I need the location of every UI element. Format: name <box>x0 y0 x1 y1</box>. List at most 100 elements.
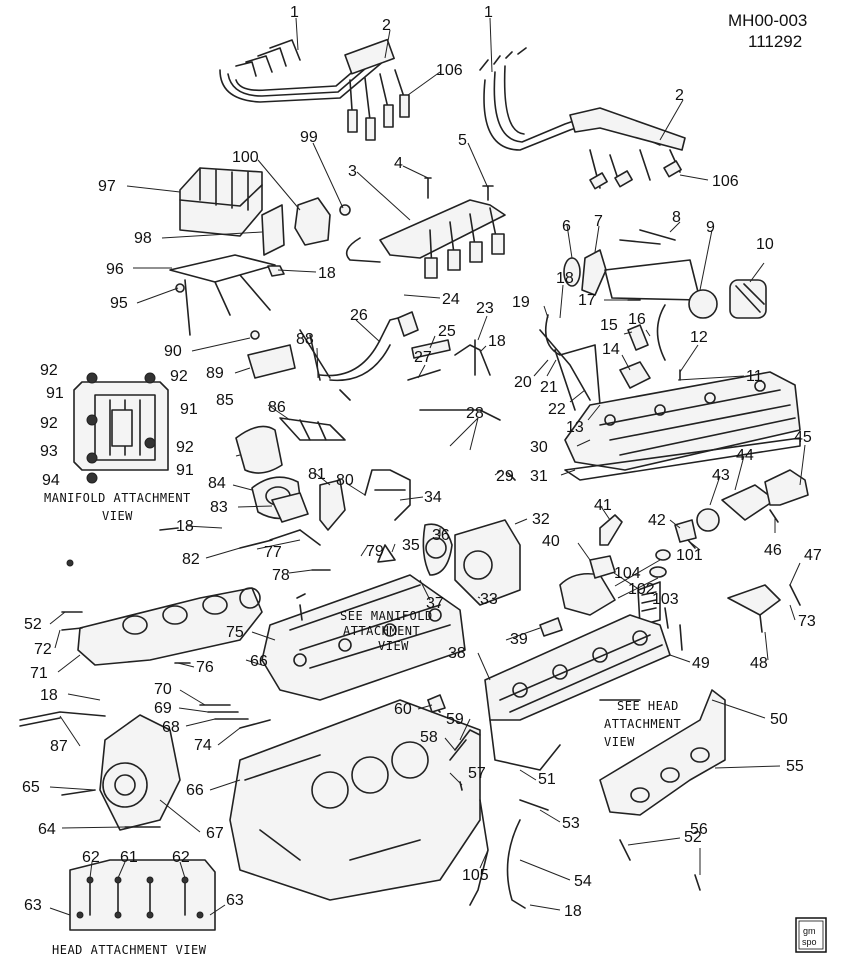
see-manifold-label: SEE MANIFOLD <box>340 609 433 623</box>
callout: 77 <box>264 544 282 561</box>
manifold-attachment-view <box>73 372 169 484</box>
callout: 78 <box>272 567 290 584</box>
callout: 8 <box>672 209 681 226</box>
callout: 104 <box>614 565 641 582</box>
misc-bolts <box>66 472 701 891</box>
callout: 89 <box>206 365 224 382</box>
callout: 21 <box>540 379 558 396</box>
callout: 66 <box>250 653 268 670</box>
callout: 33 <box>480 591 498 608</box>
callout: 53 <box>562 815 580 832</box>
callout: 26 <box>350 307 368 324</box>
callout: 70 <box>154 681 172 698</box>
callout: 18 <box>488 333 506 350</box>
callout: 98 <box>134 230 152 247</box>
exhaust-manifold-left <box>61 587 263 666</box>
callout: 30 <box>530 439 548 456</box>
callout: 91 <box>180 401 198 418</box>
callout: 87 <box>50 738 68 755</box>
callout: 6 <box>562 218 571 235</box>
callout: 73 <box>798 613 816 630</box>
see-head-label: SEE HEAD <box>617 699 679 713</box>
callout: 18 <box>176 518 194 535</box>
logo-line-1: gm <box>803 926 816 936</box>
see-head-label-3: VIEW <box>604 735 635 749</box>
callout: 58 <box>420 729 438 746</box>
callout: 18 <box>564 903 582 920</box>
spark-plug-wires-left <box>219 38 410 141</box>
see-manifold-label-2: ATTACHMENT <box>343 624 420 638</box>
callout: 9 <box>706 219 715 236</box>
throttle-linkage-parts <box>235 334 441 563</box>
callout: 92 <box>170 368 188 385</box>
callout: 64 <box>38 821 56 838</box>
callout: 2 <box>382 17 391 34</box>
callout: 35 <box>402 537 420 554</box>
callout: 46 <box>764 542 782 559</box>
logo-line-2: spo <box>802 937 817 947</box>
callout: 12 <box>690 329 708 346</box>
exhaust-manifold-right <box>599 689 726 816</box>
callout: 67 <box>206 825 224 842</box>
view-labels: MANIFOLD ATTACHMENT VIEW SEE MANIFOLD AT… <box>44 491 681 957</box>
callout: 24 <box>442 291 460 308</box>
callout: 59 <box>446 711 464 728</box>
callout: 91 <box>176 462 194 479</box>
callout: 60 <box>394 701 412 718</box>
spark-plug-wires-right <box>479 47 686 190</box>
callout: 75 <box>226 624 244 641</box>
callout: 91 <box>46 385 64 402</box>
callout: 42 <box>648 512 666 529</box>
callout: 45 <box>794 429 812 446</box>
cylinder-head <box>484 607 683 771</box>
callout: 69 <box>154 700 172 717</box>
callout: 47 <box>804 547 822 564</box>
head-attachment-view-label: HEAD ATTACHMENT VIEW <box>52 943 207 957</box>
part-drawings <box>19 38 809 931</box>
callout: 106 <box>712 173 739 190</box>
callout: 66 <box>186 782 204 799</box>
callout: 4 <box>394 155 403 172</box>
callout: 105 <box>462 867 489 884</box>
callout: 100 <box>232 149 259 166</box>
callout: 57 <box>468 765 486 782</box>
callout: 48 <box>750 655 768 672</box>
fuel-lines <box>563 229 767 381</box>
callout: 7 <box>594 213 603 230</box>
callout: 50 <box>770 711 788 728</box>
callout: 103 <box>652 591 679 608</box>
callout: 63 <box>24 897 42 914</box>
callout: 40 <box>542 533 560 550</box>
callout: 79 <box>366 543 384 560</box>
callout: 51 <box>538 771 556 788</box>
callout: 20 <box>514 374 532 391</box>
callout: 15 <box>600 317 618 334</box>
callout: 97 <box>98 178 116 195</box>
callout: 52 <box>24 616 42 633</box>
head-attachment-view <box>69 859 216 931</box>
callout: 25 <box>438 323 456 340</box>
callout: 84 <box>208 475 226 492</box>
callout: 36 <box>432 527 450 544</box>
callout: 74 <box>194 737 212 754</box>
callout: 62 <box>82 849 100 866</box>
callout: 44 <box>736 447 754 464</box>
callout: 55 <box>786 758 804 775</box>
callout: 11 <box>746 368 763 385</box>
callout: 94 <box>42 472 60 489</box>
engine-block <box>229 699 481 901</box>
callout: 72 <box>34 641 52 658</box>
callout: 17 <box>578 292 596 309</box>
intake-manifold <box>261 574 466 701</box>
callout: 99 <box>300 129 318 146</box>
callout: 34 <box>424 489 442 506</box>
callout: 68 <box>162 719 180 736</box>
callout: 82 <box>182 551 200 568</box>
egr-parts <box>559 469 809 633</box>
callout: 92 <box>40 362 58 379</box>
callout: 92 <box>176 439 194 456</box>
callout-numbers: 1 2 106 1 2 106 99 4 5 100 3 97 98 96 18… <box>22 4 822 920</box>
leader-lines <box>49 17 806 916</box>
callout: 13 <box>566 419 584 436</box>
